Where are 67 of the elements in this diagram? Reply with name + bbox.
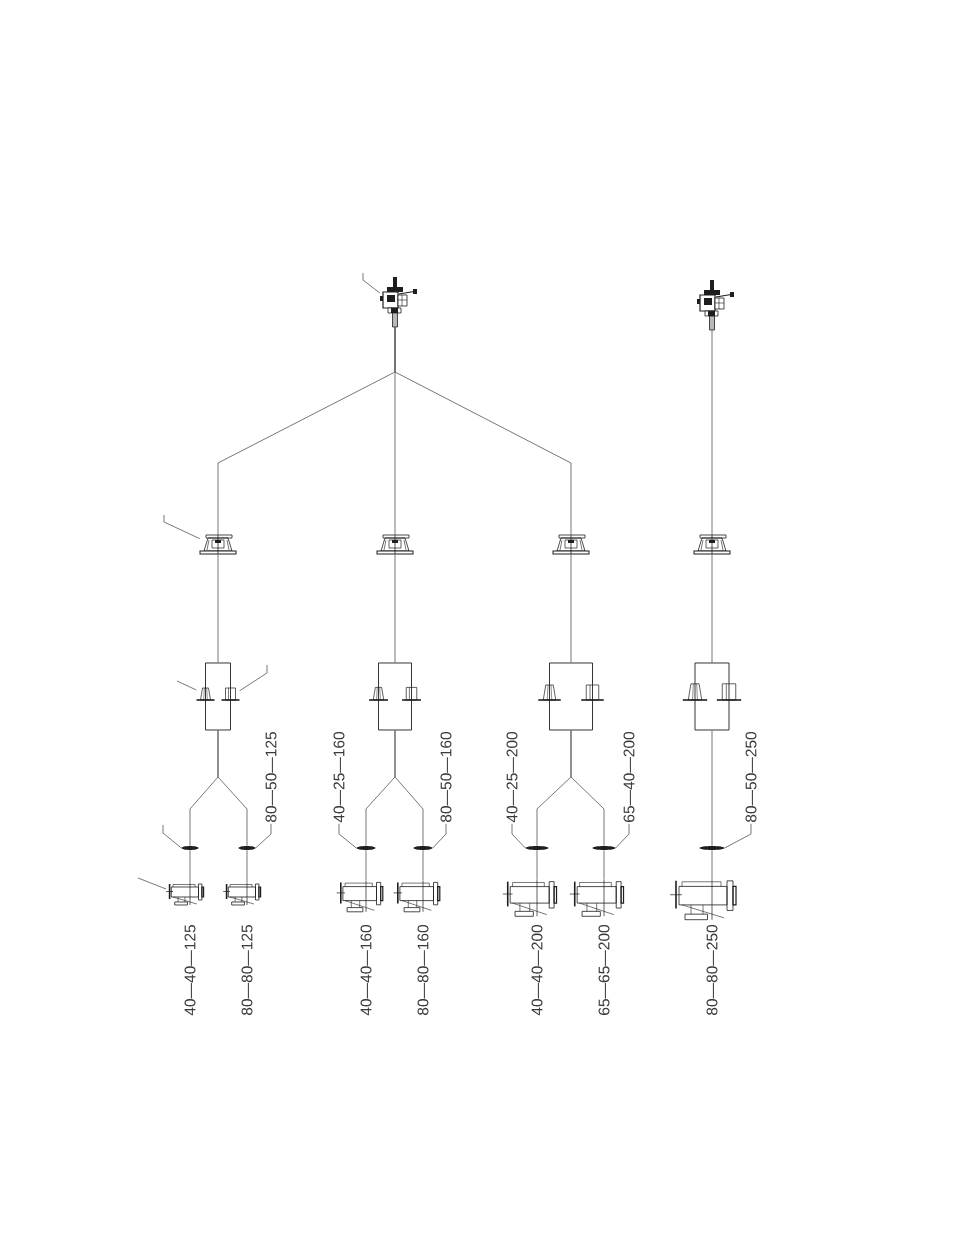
- size-label: 40—40—160: [360, 924, 372, 1016]
- size-label: 80—80—160: [417, 924, 429, 1015]
- pump-casing-drawing: [336, 880, 384, 913]
- component-box: [378, 662, 412, 731]
- connector-line: [422, 849, 424, 882]
- square-symbol: [401, 687, 422, 701]
- leader-line: [724, 823, 752, 849]
- pump-casing-drawing: [669, 878, 737, 921]
- component-drawing: [380, 277, 417, 328]
- size-label: 65—40—200: [623, 731, 635, 822]
- connector-line: [570, 730, 605, 847]
- pump-casing-drawing: [222, 882, 262, 906]
- square-symbol: [580, 684, 605, 701]
- connector-line: [711, 329, 713, 536]
- connector-line: [394, 326, 572, 536]
- bracket-drawing: [693, 534, 731, 555]
- connector-line: [246, 849, 248, 884]
- component-drawing: [697, 280, 734, 331]
- connector-line: [394, 553, 396, 663]
- size-label: 40—40—200: [531, 924, 543, 1016]
- trapezoid-symbol: [195, 687, 216, 701]
- size-label: 80—80—250: [706, 924, 718, 1015]
- size-label: 80—50—250: [745, 731, 757, 822]
- size-label: 65—65—200: [598, 924, 610, 1015]
- leader-line: [137, 877, 167, 890]
- square-symbol: [716, 683, 742, 701]
- leader-line: [162, 824, 182, 849]
- size-label: 80—80—125: [241, 925, 253, 1015]
- connector-line: [603, 849, 605, 881]
- connector-line: [711, 849, 713, 880]
- leader-line: [615, 823, 630, 849]
- bracket-drawing: [199, 534, 237, 555]
- leader-line: [163, 514, 201, 540]
- size-label: 40—40—125: [184, 925, 196, 1016]
- pump-casing-drawing: [165, 882, 205, 906]
- size-label: 80—50—125: [265, 732, 277, 822]
- leader-line: [511, 823, 526, 849]
- connector-line: [217, 730, 248, 847]
- size-label: 80—50—160: [440, 731, 452, 822]
- bracket-drawing: [552, 534, 590, 555]
- leader-line: [338, 823, 357, 849]
- leader-line: [255, 823, 272, 849]
- leader-line: [176, 680, 197, 691]
- connector-line: [711, 553, 713, 663]
- component-box: [205, 662, 231, 731]
- leader-line: [239, 664, 268, 692]
- leader-line: [432, 823, 447, 849]
- size-label: 40—25—200: [506, 731, 518, 823]
- pump-casing-drawing: [502, 879, 558, 917]
- pump-casing-drawing: [393, 880, 441, 913]
- connector-line: [570, 553, 572, 663]
- connector-line: [189, 849, 191, 884]
- trapezoid-symbol: [682, 683, 708, 701]
- connector-line: [711, 730, 713, 847]
- leader-line: [362, 272, 381, 294]
- size-label: 40—25—160: [333, 731, 345, 823]
- pump-casing-drawing: [569, 879, 625, 917]
- connector-line: [217, 553, 219, 663]
- connector-line: [365, 849, 367, 882]
- component-box: [694, 662, 730, 731]
- bracket-drawing: [376, 534, 414, 555]
- trapezoid-symbol: [368, 687, 389, 701]
- square-symbol: [220, 687, 241, 701]
- trapezoid-symbol: [537, 684, 562, 701]
- connector-line: [394, 730, 424, 847]
- component-box: [549, 662, 593, 731]
- connector-line: [536, 849, 538, 881]
